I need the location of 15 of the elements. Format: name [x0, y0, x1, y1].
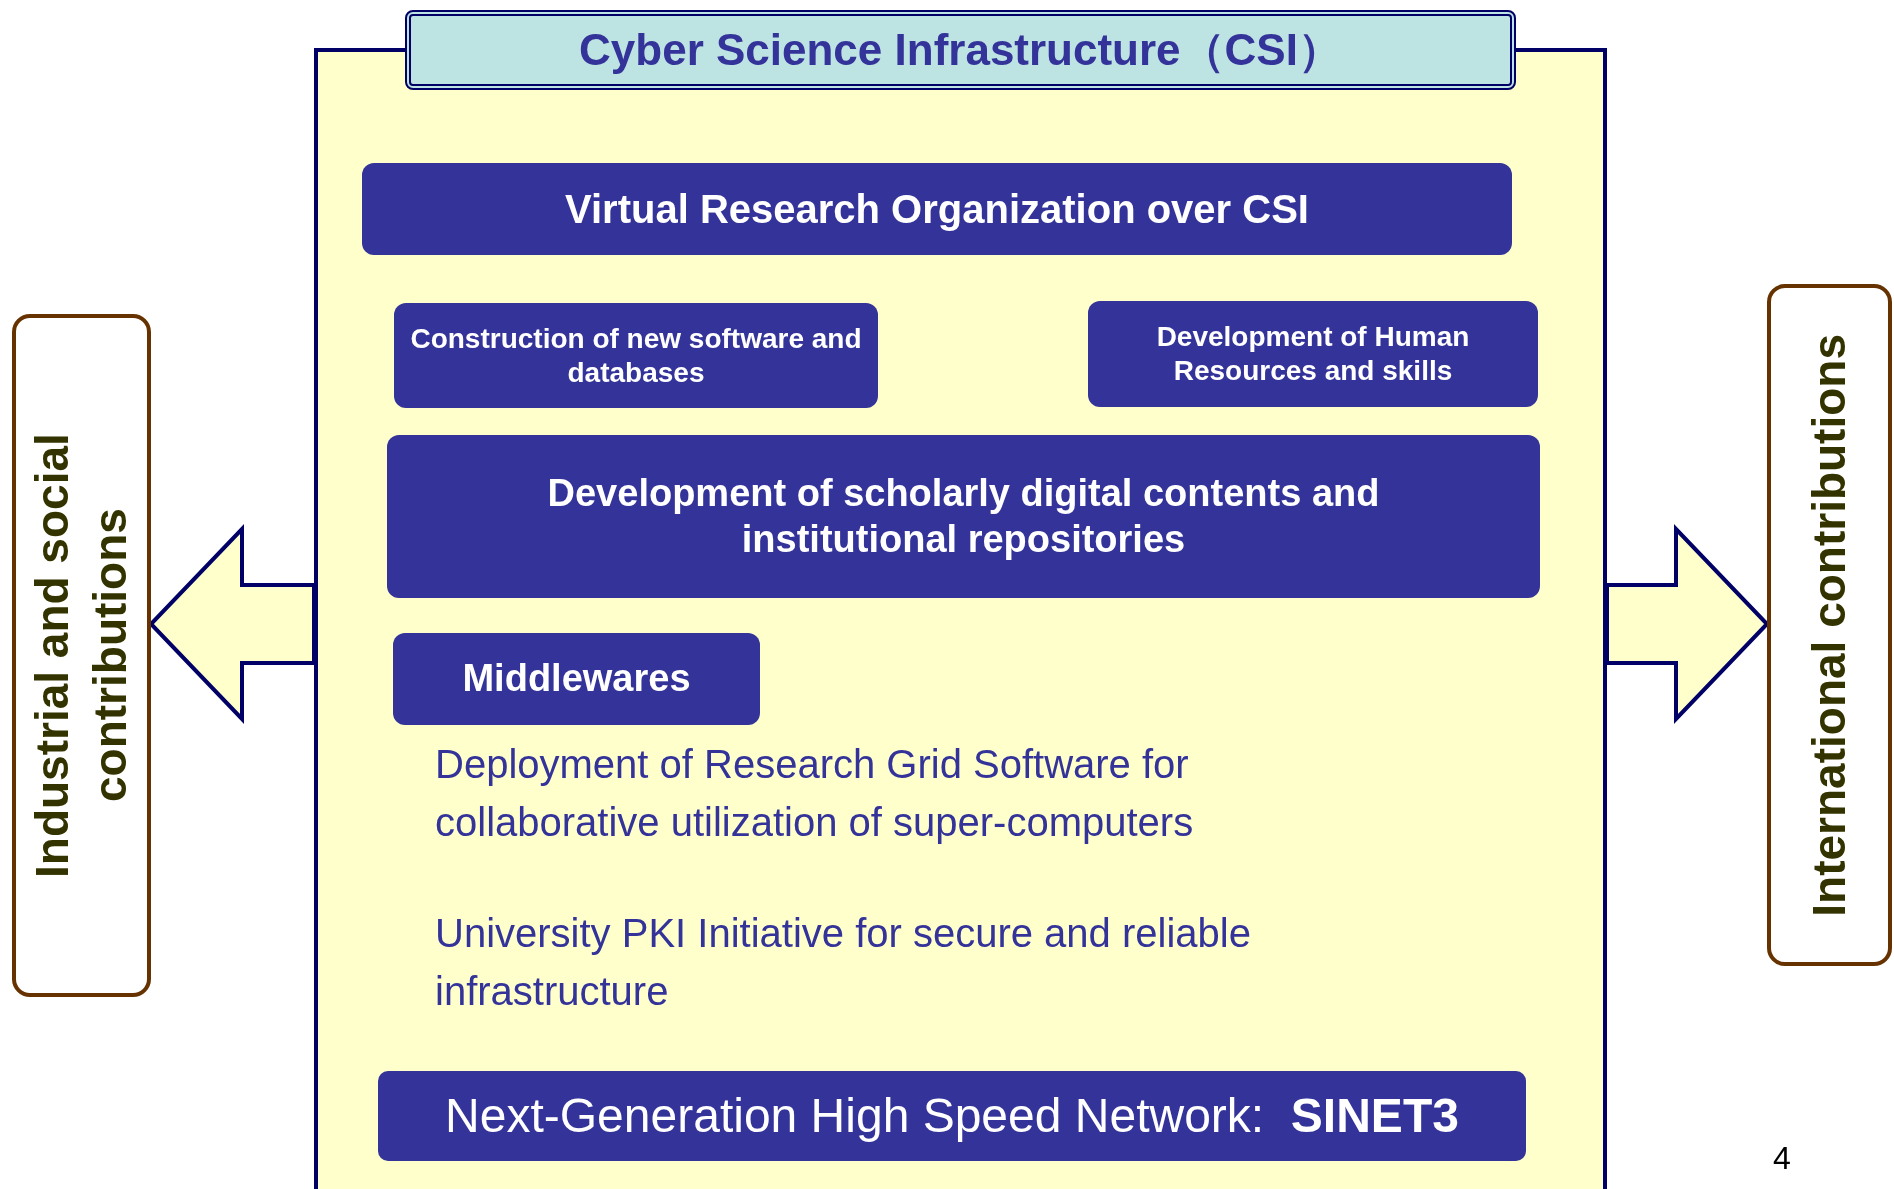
body-text: University PKI Initiative for secure and reliable infrastructure: [435, 910, 1252, 1015]
side-box: Industrial and social contributions: [12, 314, 151, 997]
layer-box: Construction of new software and databases: [394, 303, 878, 408]
page-number: 4: [1773, 1139, 1792, 1178]
side-box: International contributions: [1767, 284, 1892, 966]
block-arrow: [1605, 524, 1770, 724]
header-tab: Cyber Science Infrastructure（CSI）: [405, 10, 1516, 90]
layer-box: Middlewares: [393, 633, 760, 725]
layer-box: Development of Human Resources and skills: [1088, 301, 1538, 407]
layer-box: Virtual Research Organization over CSI: [362, 163, 1512, 255]
layer-box: Development of scholarly digital contents and institutional repositories: [387, 435, 1540, 598]
layer-box: Next-Generation High Speed Network: SINET3: [378, 1071, 1526, 1161]
panel: [314, 10, 1607, 1189]
block-arrow: [148, 524, 316, 724]
body-text: Deployment of Research Grid Software for collaborative utilization of super-computers: [435, 741, 1195, 846]
